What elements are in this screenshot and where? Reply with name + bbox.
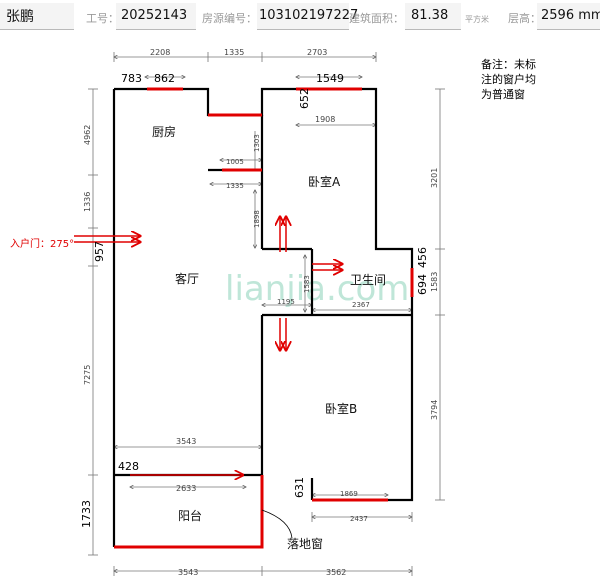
room-bathroom: 卫生间 <box>350 273 386 287</box>
dim-2367: 2367 <box>352 301 370 309</box>
entrance-label: 入户门：275° <box>10 237 74 250</box>
header-bar: 张鹏 工号： 20252143 房源编号： 103102197227 建筑面积：… <box>0 0 600 34</box>
dim-694: 694 <box>416 274 429 295</box>
dim-top-2208: 2208 <box>150 48 170 57</box>
area-unit: 平方米 <box>465 15 489 24</box>
dim-1583-inner: 1583 <box>303 275 311 293</box>
height-cell[interactable] <box>537 3 600 30</box>
dim-bottom-3543: 3543 <box>178 568 198 577</box>
dim-top-1335: 1335 <box>224 48 244 57</box>
dimension-labels-large: 783 862 1549 428 652 957 631 694 456 173… <box>80 72 429 528</box>
house-id-label: 房源编号： <box>202 12 257 25</box>
door-arrows <box>74 217 342 350</box>
room-bedroom-b: 卧室B <box>325 401 357 416</box>
dim-right-3794: 3794 <box>430 400 439 420</box>
dim-1195: 1195 <box>277 298 295 306</box>
dim-783: 783 <box>121 72 142 85</box>
dim-3543-inner: 3543 <box>176 437 196 446</box>
employee-id-cell[interactable] <box>116 3 196 30</box>
dim-left-4962: 4962 <box>83 125 92 145</box>
height-value: 2596 mm <box>541 8 600 23</box>
dim-456: 456 <box>416 247 429 268</box>
note: 备注：未标 注的窗户均 为普通窗 <box>481 57 536 101</box>
room-living: 客厅 <box>175 271 199 286</box>
area-cell[interactable] <box>405 3 461 30</box>
dim-631: 631 <box>293 477 306 498</box>
dim-1549: 1549 <box>316 72 344 85</box>
dim-1005: 1005 <box>226 158 244 166</box>
floor-window-leader <box>261 509 293 539</box>
dimension-lines <box>88 52 445 576</box>
name-cell[interactable] <box>0 3 74 30</box>
dim-862: 862 <box>154 72 175 85</box>
note-line-3: 为普通窗 <box>481 87 525 101</box>
dim-bottom-3562: 3562 <box>326 568 346 577</box>
height-label: 层高： <box>508 12 541 25</box>
dim-652: 652 <box>298 88 311 109</box>
room-labels: 厨房 卧室A 客厅 卫生间 卧室B 阳台 落地窗 <box>152 124 386 551</box>
dim-1869: 1869 <box>340 490 358 498</box>
dim-left-7275: 7275 <box>83 365 92 385</box>
dim-1335-inner: 1335 <box>226 182 244 190</box>
dim-right-1583: 1583 <box>430 272 439 292</box>
note-line-1: 备注：未标 <box>481 57 536 71</box>
dim-left-1733: 1733 <box>80 500 93 528</box>
area-value: 81.38 <box>411 8 449 23</box>
dim-left-1336: 1336 <box>83 192 92 212</box>
dim-2437: 2437 <box>350 515 368 523</box>
dim-1908: 1908 <box>315 115 335 124</box>
dim-right-3201: 3201 <box>430 168 439 188</box>
employee-label: 工号： <box>86 12 119 25</box>
employee-id: 20252143 <box>121 8 188 23</box>
watermark: lianjia.com <box>225 269 409 309</box>
house-id-cell[interactable] <box>257 3 349 30</box>
dim-1898: 1898 <box>253 210 261 228</box>
dim-left-957: 957 <box>93 241 106 262</box>
dim-428: 428 <box>118 460 139 473</box>
dim-top-2703: 2703 <box>307 48 327 57</box>
dim-2633: 2633 <box>176 484 196 493</box>
dim-1303: 1303 <box>253 134 261 152</box>
house-id: 103102197227 <box>259 8 359 23</box>
windows <box>114 87 414 549</box>
room-kitchen: 厨房 <box>152 124 176 139</box>
dimension-labels: 2208 1335 2703 1908 1005 1335 1195 2367 … <box>83 48 439 577</box>
note-line-2: 注的窗户均 <box>481 72 536 86</box>
room-balcony: 阳台 <box>178 508 202 523</box>
owner-name: 张鹏 <box>6 9 34 25</box>
area-label: 建筑面积： <box>349 12 404 25</box>
room-bedroom-a: 卧室A <box>308 174 341 189</box>
floor-window-label: 落地窗 <box>287 537 323 551</box>
